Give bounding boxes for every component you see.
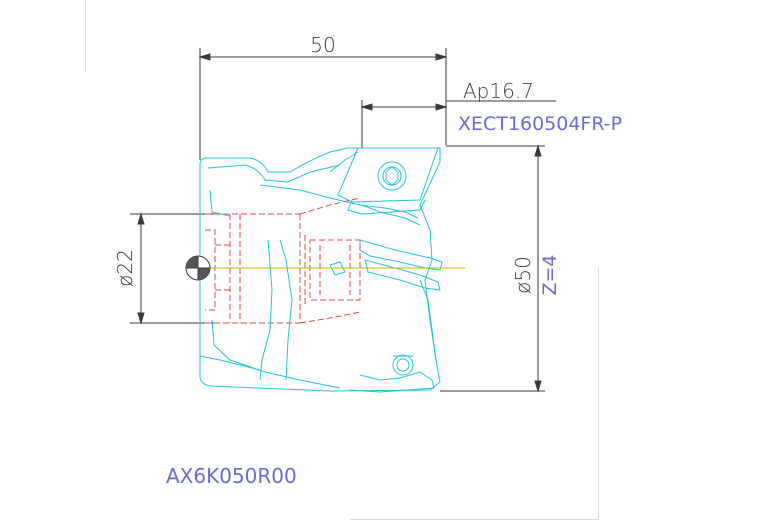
cutter-diameter-label: ø50 (511, 256, 535, 294)
dimension-lines (130, 48, 556, 393)
sheet-border-bottom (350, 519, 599, 520)
model-code-label: AX6K050R00 (166, 464, 297, 488)
insert-code-label: XECT160504FR-P (458, 113, 622, 135)
overall-length-label: 50 (310, 33, 335, 57)
teeth-count-label: Z=4 (539, 254, 561, 295)
bore-diameter-label: ø22 (113, 249, 137, 287)
cutting-depth-label: Ap16.7 (463, 79, 534, 103)
sheet-border-right (598, 268, 599, 520)
sheet-border-top (85, 0, 86, 72)
cutter-outline (199, 147, 443, 393)
section-mark (185, 255, 211, 281)
hidden-lines (205, 197, 361, 324)
